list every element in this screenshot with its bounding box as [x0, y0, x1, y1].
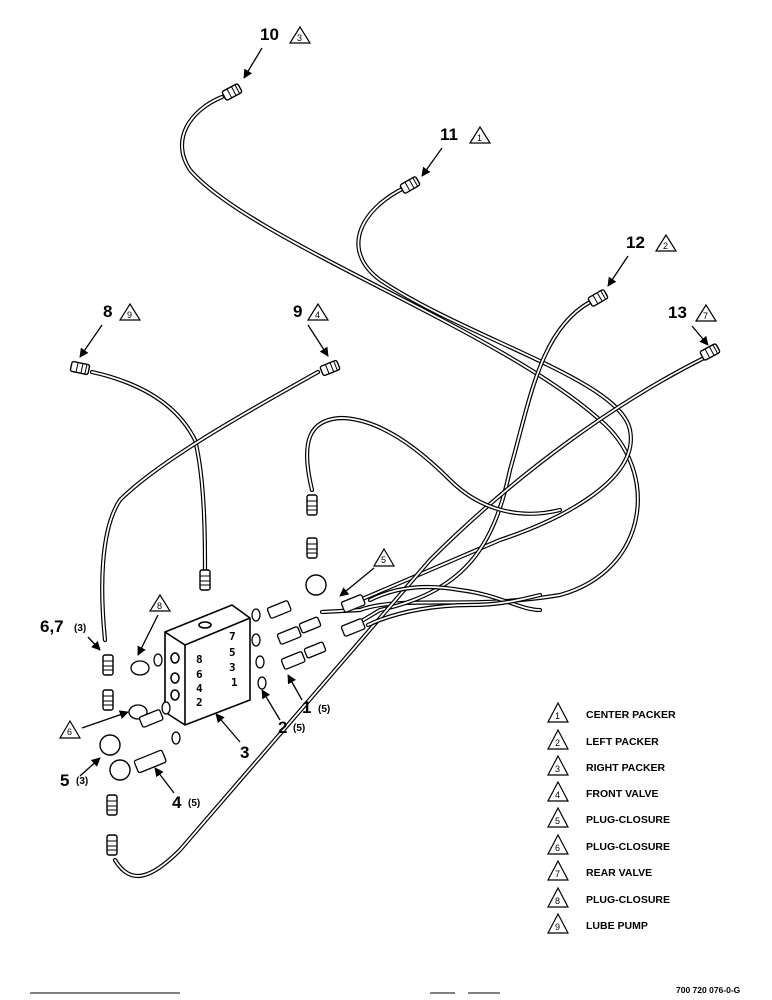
tube-12: [357, 299, 593, 625]
svg-text:1: 1: [302, 698, 311, 717]
svg-text:LUBE PUMP: LUBE PUMP: [586, 920, 648, 932]
elbow-fittings: [99, 574, 327, 781]
block-port-8: 8: [196, 653, 203, 666]
svg-text:FRONT VALVE: FRONT VALVE: [586, 788, 659, 800]
callout-triangle-5: 5: [339, 547, 396, 597]
callout-8: 8 9: [79, 302, 142, 358]
svg-text:(3): (3): [74, 623, 86, 634]
svg-text:5: 5: [60, 771, 69, 790]
svg-text:1: 1: [555, 711, 560, 721]
svg-text:REAR VALVE: REAR VALVE: [586, 867, 652, 879]
svg-text:PLUG-CLOSURE: PLUG-CLOSURE: [586, 814, 670, 826]
svg-text:4: 4: [172, 793, 182, 812]
svg-text:6,7: 6,7: [40, 617, 64, 636]
svg-text:(3): (3): [76, 776, 88, 787]
callout-triangle-6: 6: [58, 710, 129, 739]
tube-10: [179, 94, 640, 615]
tube-11: [356, 185, 633, 603]
svg-text:11: 11: [440, 125, 458, 144]
svg-text:2: 2: [278, 718, 287, 737]
svg-text:9: 9: [293, 302, 302, 321]
svg-text:7: 7: [555, 869, 560, 879]
svg-text:CENTER PACKER: CENTER PACKER: [586, 709, 676, 721]
svg-text:2: 2: [555, 738, 560, 748]
footer: 700 720 076-0-G: [30, 985, 741, 995]
svg-text:8: 8: [555, 896, 560, 906]
svg-text:8: 8: [103, 302, 112, 321]
tube-9: [100, 369, 321, 643]
block-port-4: 4: [196, 682, 203, 695]
block-port-2: 2: [196, 696, 203, 709]
svg-text:9: 9: [127, 310, 132, 320]
svg-text:PLUG-CLOSURE: PLUG-CLOSURE: [586, 841, 670, 853]
svg-text:4: 4: [315, 310, 320, 320]
callout-10: 10 3: [243, 25, 312, 79]
svg-text:LEFT PACKER: LEFT PACKER: [586, 736, 659, 748]
legend-item-6: 6 PLUG-CLOSURE: [547, 833, 670, 855]
legend-item-5: 5 PLUG-CLOSURE: [547, 806, 670, 828]
legend-item-4: 4 FRONT VALVE: [547, 780, 659, 802]
drawing-number: 700 720 076-0-G: [676, 985, 741, 995]
svg-text:6: 6: [67, 727, 72, 737]
svg-text:9: 9: [555, 922, 560, 932]
svg-text:1: 1: [477, 133, 482, 143]
legend-item-1: 1 CENTER PACKER: [547, 701, 676, 723]
tube-8: [89, 369, 208, 573]
legend: 1 CENTER PACKER 2 LEFT PACKER 3 RIGHT PA…: [547, 701, 676, 934]
svg-text:2: 2: [663, 241, 668, 251]
svg-text:10: 10: [260, 25, 279, 44]
callout-11: 11 1: [421, 125, 492, 177]
svg-text:(5): (5): [318, 704, 330, 715]
callout-3: 3: [215, 713, 249, 762]
block-port-5: 5: [229, 646, 236, 659]
svg-text:13: 13: [668, 303, 687, 322]
block-left-connectors: [128, 653, 181, 774]
svg-text:(5): (5): [293, 723, 305, 734]
svg-text:12: 12: [626, 233, 645, 252]
legend-item-2: 2 LEFT PACKER: [547, 728, 659, 750]
svg-text:5: 5: [381, 555, 386, 565]
svg-text:3: 3: [297, 33, 302, 43]
svg-text:(5): (5): [188, 798, 200, 809]
block-port-3: 3: [229, 661, 236, 674]
callout-5: 5 (3): [60, 757, 101, 790]
block-numbers: 7 5 3 1 8 6 4 2: [196, 630, 238, 709]
callout-9: 9 4: [293, 302, 330, 357]
callout-2: 2 (5): [261, 689, 305, 737]
callout-6-7: 6,7 (3): [40, 617, 101, 651]
block-port-1: 1: [231, 676, 238, 689]
svg-text:4: 4: [555, 790, 560, 800]
callout-13: 13 7: [668, 303, 718, 346]
legend-item-8: 8 PLUG-CLOSURE: [547, 886, 670, 908]
svg-text:7: 7: [703, 311, 708, 321]
svg-text:5: 5: [555, 816, 560, 826]
block-port-7: 7: [229, 630, 236, 643]
legend-item-7: 7 REAR VALVE: [547, 859, 652, 881]
svg-text:8: 8: [157, 601, 162, 611]
tube-lines: [89, 94, 707, 879]
legend-item-3: 3 RIGHT PACKER: [547, 754, 666, 776]
callout-triangle-8: 8: [137, 593, 172, 656]
svg-text:3: 3: [240, 743, 249, 762]
distributor-block: [164, 604, 251, 726]
svg-text:6: 6: [555, 843, 560, 853]
callout-1: 1 (5): [287, 674, 330, 717]
callout-12: 12 2: [607, 233, 678, 287]
block-port-6: 6: [196, 668, 203, 681]
legend-item-9: 9 LUBE PUMP: [547, 912, 648, 934]
svg-text:RIGHT PACKER: RIGHT PACKER: [586, 762, 666, 774]
svg-text:3: 3: [555, 764, 560, 774]
block-right-connectors: [251, 594, 366, 690]
svg-text:PLUG-CLOSURE: PLUG-CLOSURE: [586, 894, 670, 906]
callout-4: 4 (5): [154, 767, 200, 812]
